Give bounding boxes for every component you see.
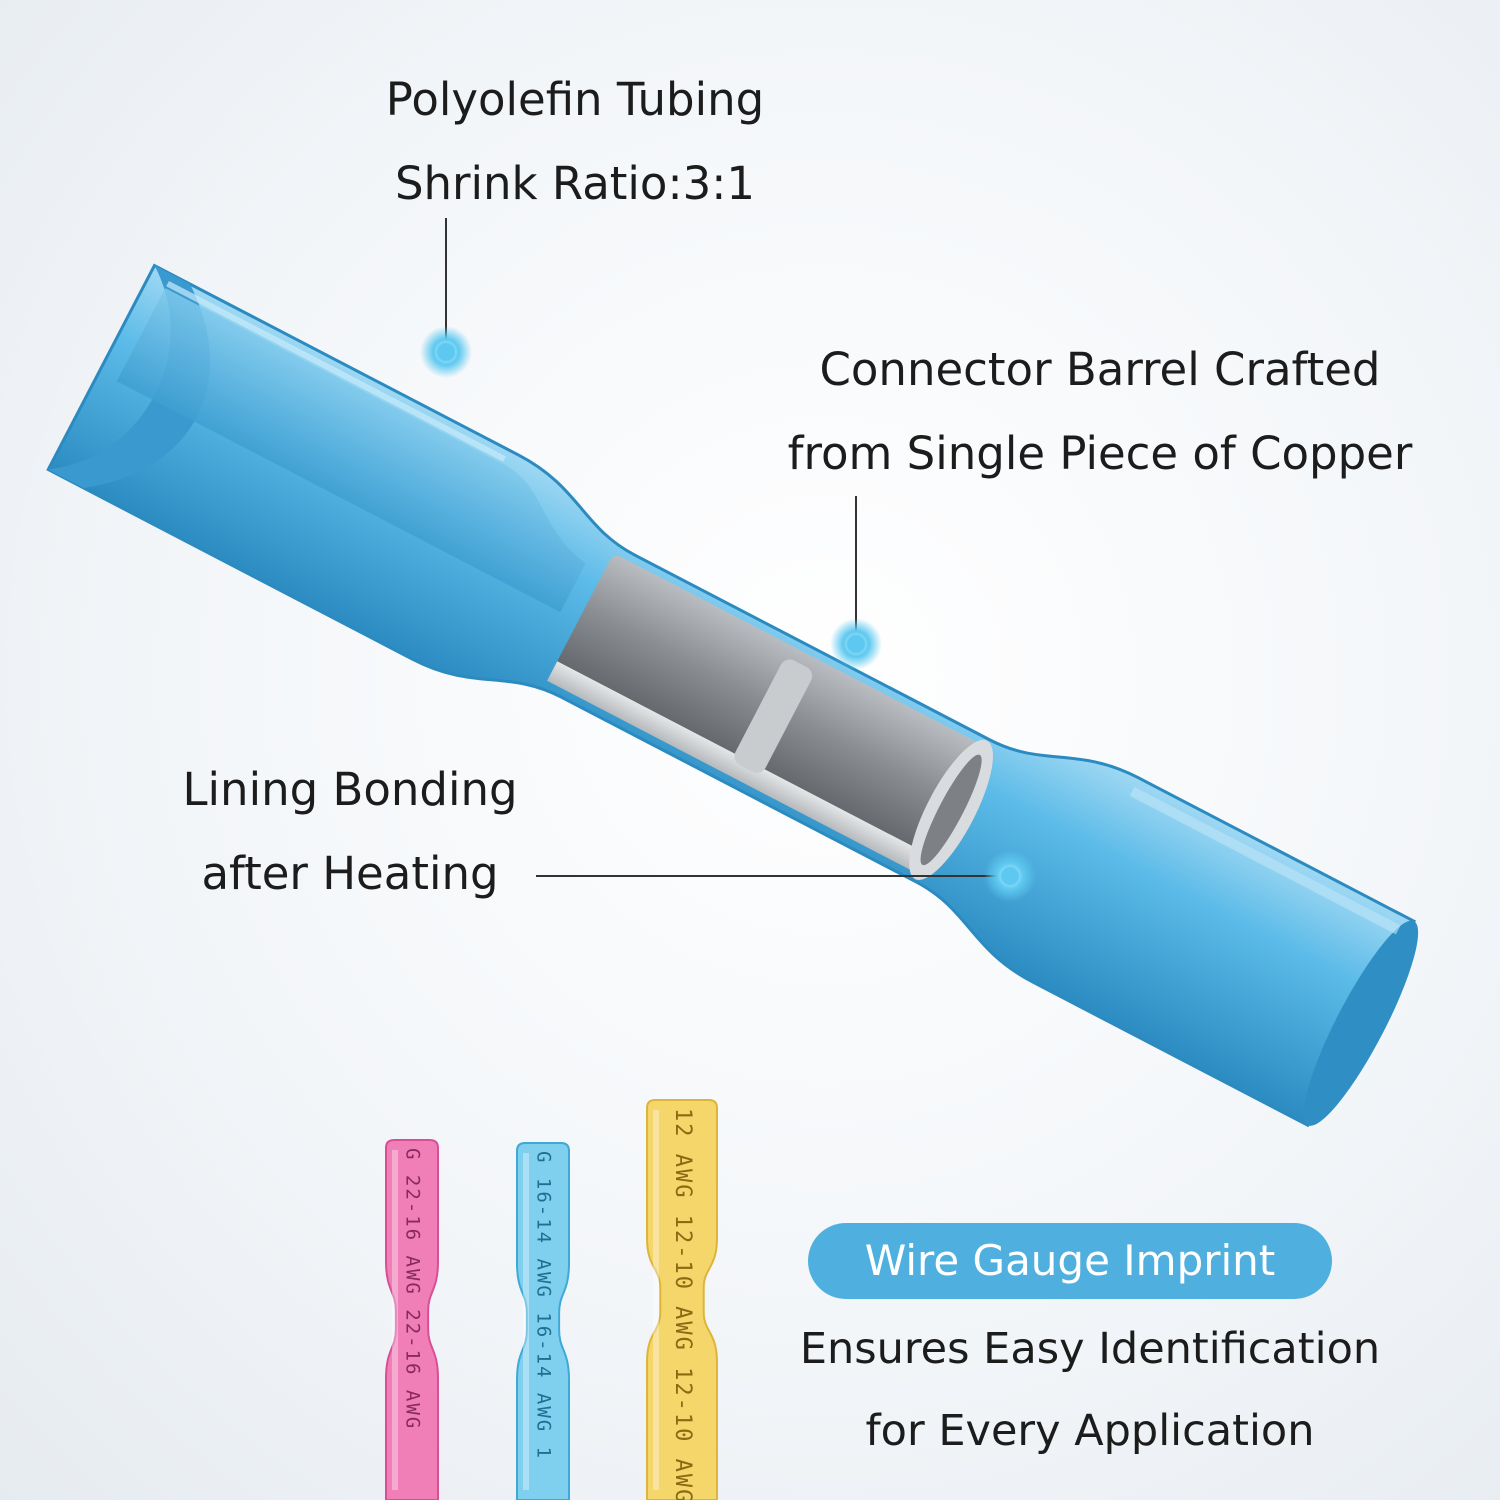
callout-tubing-line1: Polyolefin Tubing: [385, 73, 765, 126]
callout-lining-line1: Lining Bonding: [182, 763, 518, 816]
callout-lining-line2: after Heating: [201, 847, 499, 900]
callout-tubing-pointer: [420, 218, 472, 378]
callout-lining: Lining Bonding after Heating: [140, 748, 560, 916]
connector-imprint: G 16-14 AWG 16-14 AWG 1: [533, 1151, 555, 1460]
callout-tubing: Polyolefin Tubing Shrink Ratio:3:1: [330, 58, 820, 226]
heat-shrink-tube: [46, 263, 1419, 1128]
feature-line1: Ensures Easy Identification: [799, 1324, 1381, 1374]
connector-highlight: [653, 1110, 659, 1490]
tube-right-rim: [1303, 920, 1419, 1126]
callout-copper-line1: Connector Barrel Crafted: [819, 343, 1381, 396]
small-connectors: G 22-16 AWG 22-16 AWG G 16-14 AWG 16-14 A…: [385, 1099, 718, 1500]
feature-description: Ensures Easy Identification for Every Ap…: [770, 1308, 1410, 1472]
callout-tubing-line2: Shrink Ratio:3:1: [394, 157, 756, 210]
connector-imprint: G 22-16 AWG 22-16 AWG: [402, 1148, 424, 1430]
feature-line2: for Every Application: [865, 1406, 1315, 1456]
connector-body: [385, 1139, 439, 1500]
connector-imprint: 12 AWG 12-10 AWG 12-10 AWG: [670, 1108, 695, 1500]
callout-copper-line2: from Single Piece of Copper: [787, 427, 1413, 480]
connector-highlight: [523, 1153, 529, 1490]
tube-open-end: [48, 265, 210, 489]
callout-copper: Connector Barrel Crafted from Single Pie…: [770, 328, 1430, 496]
connector-pink: G 22-16 AWG 22-16 AWG: [385, 1139, 439, 1500]
callout-lining-pointer: [536, 850, 1036, 902]
connector-highlight: [392, 1150, 398, 1490]
connector-blue: G 16-14 AWG 16-14 AWG 1: [516, 1142, 570, 1500]
connector-yellow: 12 AWG 12-10 AWG 12-10 AWG: [646, 1099, 718, 1500]
barrel-stop: [734, 659, 813, 773]
connector-body: [646, 1099, 718, 1500]
connector-body: [516, 1142, 570, 1500]
callout-copper-pointer: [830, 496, 882, 670]
wire-gauge-badge: Wire Gauge Imprint: [808, 1223, 1332, 1299]
